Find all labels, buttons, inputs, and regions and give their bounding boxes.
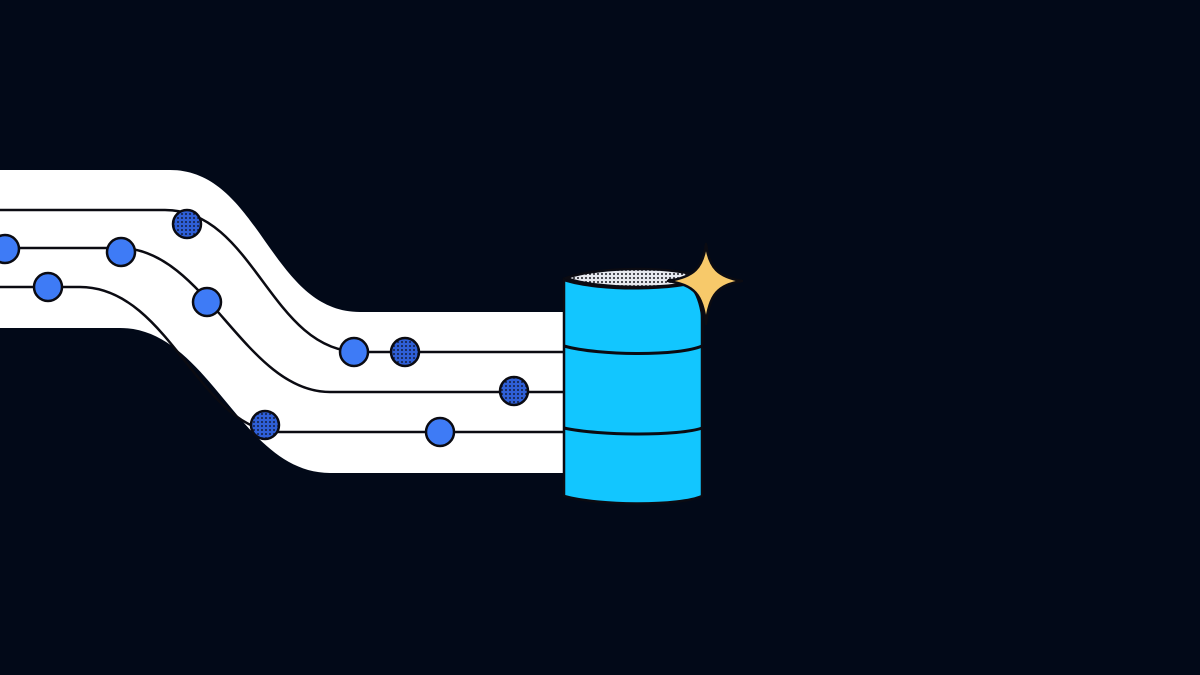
data-point-node [389, 336, 421, 368]
database-cylinder-icon [562, 267, 705, 505]
stream-line-2 [0, 246, 565, 394]
data-point-node [338, 336, 370, 368]
database-band-1 [563, 344, 703, 355]
database-band-2 [563, 426, 703, 436]
nodes [0, 208, 530, 448]
database-body [562, 278, 704, 505]
data-point-node [191, 286, 223, 318]
data-point-node [105, 236, 137, 268]
sparkle-icon [666, 242, 744, 326]
data-point-node [0, 233, 21, 265]
data-stream-band [0, 170, 570, 473]
data-point-node [498, 375, 530, 407]
data-point-node [171, 208, 203, 240]
data-point-node [249, 409, 281, 441]
data-point-node [424, 416, 456, 448]
data-point-node [32, 271, 64, 303]
